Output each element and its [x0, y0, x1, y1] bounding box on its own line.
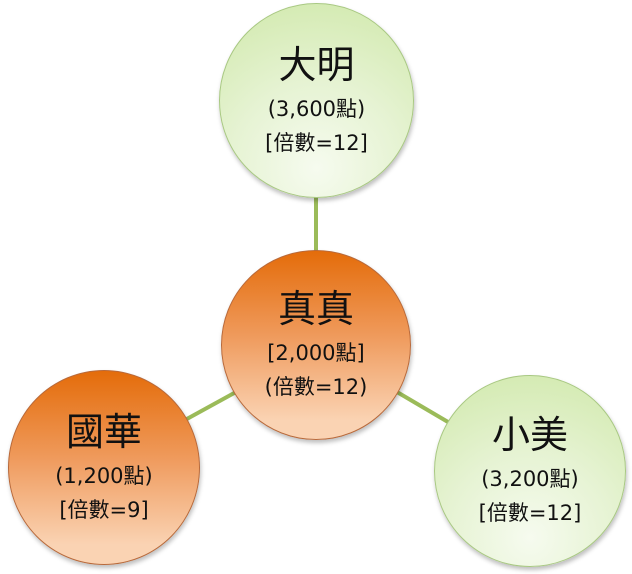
- connector-center-right: [395, 390, 450, 424]
- node-multiplier: [倍數=12]: [478, 501, 582, 525]
- connector-center-left: [184, 390, 237, 422]
- node-points: (3,600點): [267, 96, 366, 121]
- node-points: (1,200點): [55, 463, 153, 488]
- node-multiplier: (倍數=12): [264, 375, 368, 399]
- node-zhenzhen: 真真 [2,000點] (倍數=12): [221, 250, 411, 440]
- node-name: 真真: [277, 287, 354, 331]
- node-daming: 大明 (3,600點) [倍數=12]: [219, 3, 414, 198]
- node-points: [2,000點]: [267, 341, 365, 365]
- node-multiplier: [倍數=12]: [265, 130, 368, 155]
- node-name: 大明: [278, 42, 355, 87]
- node-multiplier: [倍數=9]: [59, 497, 149, 522]
- node-points: (3,200點): [481, 467, 579, 491]
- node-name: 國華: [65, 409, 142, 454]
- node-guohua: 國華 (1,200點) [倍數=9]: [8, 370, 200, 565]
- node-name: 小美: [491, 413, 568, 457]
- node-xiaomei: 小美 (3,200點) [倍數=12]: [434, 375, 626, 567]
